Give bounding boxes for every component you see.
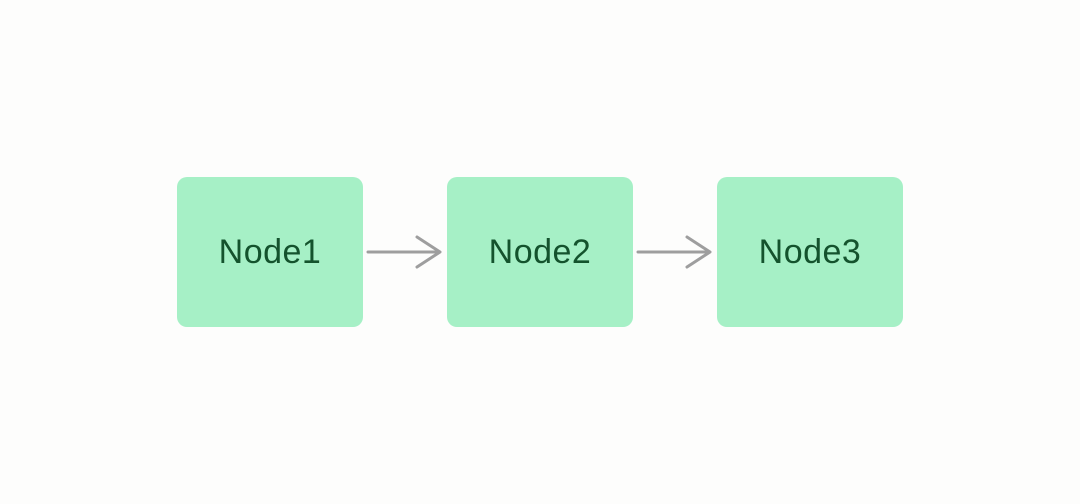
arrow-right-icon bbox=[633, 232, 717, 272]
node-node1[interactable]: Node1 bbox=[177, 177, 363, 327]
node-node3[interactable]: Node3 bbox=[717, 177, 903, 327]
node-node2[interactable]: Node2 bbox=[447, 177, 633, 327]
node-label: Node3 bbox=[758, 232, 862, 271]
node-label: Node2 bbox=[488, 232, 592, 271]
flowchart: Node1 Node2 bbox=[177, 177, 903, 327]
arrow-right-icon bbox=[363, 232, 447, 272]
node-label: Node1 bbox=[218, 232, 322, 271]
edge-node1-node2 bbox=[363, 232, 447, 272]
edge-node2-node3 bbox=[633, 232, 717, 272]
